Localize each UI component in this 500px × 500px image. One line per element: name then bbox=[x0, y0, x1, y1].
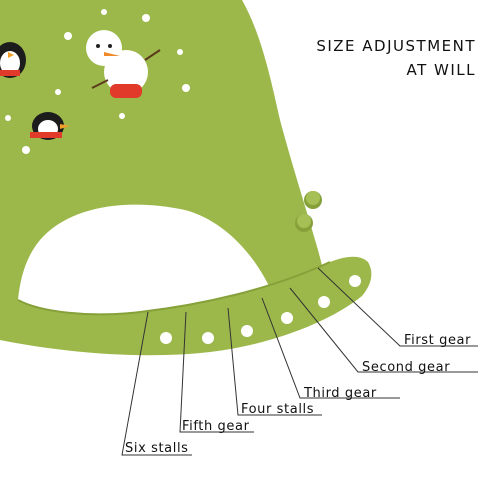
leader-line-six bbox=[121, 311, 192, 456]
leader-line-third bbox=[261, 297, 400, 399]
hole-six bbox=[160, 332, 172, 344]
hole-first bbox=[349, 275, 361, 287]
hole-third bbox=[281, 312, 293, 324]
gear-label-six: Six stalls bbox=[125, 441, 189, 456]
headline-line-2: AT WILL bbox=[406, 61, 476, 79]
headline-line-1: SIZE ADJUSTMENT bbox=[316, 37, 476, 55]
hole-four bbox=[241, 325, 253, 337]
snowman-icon bbox=[86, 30, 161, 98]
gear-label-first: First gear bbox=[404, 333, 472, 348]
hole-second bbox=[318, 296, 330, 308]
gear-label-third: Third gear bbox=[304, 386, 377, 401]
gear-label-four: Four stalls bbox=[241, 402, 315, 417]
adjustment-holes bbox=[160, 275, 361, 344]
penguin-icon bbox=[30, 112, 70, 140]
snowflake-icon bbox=[5, 9, 190, 154]
leader-line-fifth bbox=[179, 311, 254, 433]
gear-label-fifth: Fifth gear bbox=[182, 419, 250, 434]
gear-label-second: Second gear bbox=[362, 360, 451, 375]
leader-line-four bbox=[227, 307, 322, 416]
penguin-icon bbox=[0, 42, 26, 78]
leader-line-second bbox=[289, 287, 478, 373]
bib-body bbox=[0, 0, 329, 324]
leader-line-first bbox=[317, 267, 478, 347]
hole-fifth bbox=[202, 332, 214, 344]
